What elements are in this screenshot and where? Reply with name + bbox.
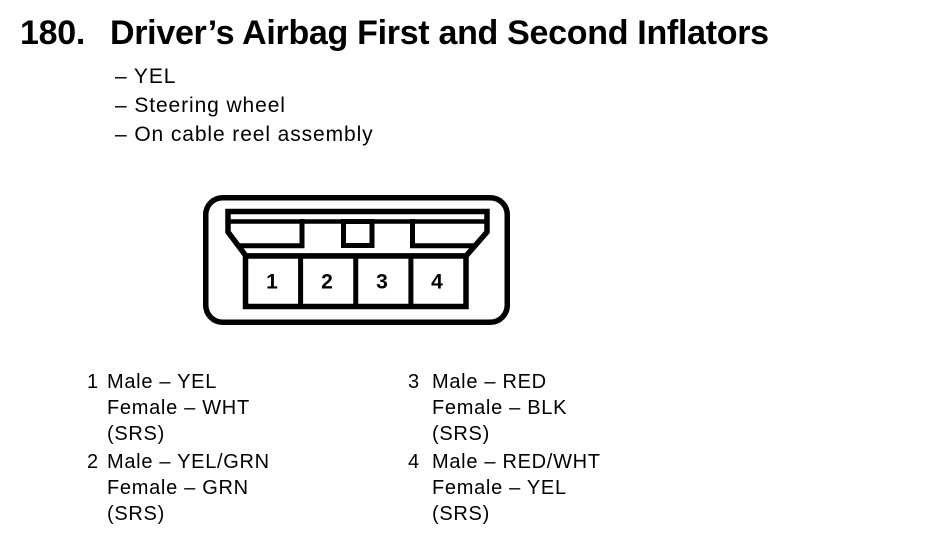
pin-line: (SRS) [432,503,490,525]
pin-line: Female – WHT [107,397,250,419]
detail-item: – On cable reel assembly [115,123,374,146]
legend-item-pin-3: 3 Male – RED Female – BLK (SRS) [408,369,601,447]
page-title: Driver’s Airbag First and Second Inflato… [110,14,769,52]
pin-line: Male – RED [432,371,547,393]
pin-line: (SRS) [432,423,490,445]
legend-item-pin-2: 2 Male – YEL/GRN Female – GRN (SRS) [87,449,270,527]
pin-line: Female – GRN [107,477,249,499]
pin-wire-info: Male – RED/WHT Female – YEL (SRS) [432,449,601,527]
pin-number-label: 4 [408,451,420,473]
section-header: 180. Driver’s Airbag First and Second Inf… [20,15,769,51]
right-key-slot [410,219,475,249]
connector-drawing: 1 2 3 4 [203,195,510,325]
pin-number-label: 1 [87,371,99,393]
pin-wire-info: Male – YEL/GRN Female – GRN (SRS) [107,449,270,527]
connector-diagram: 1 2 3 4 [203,195,510,325]
pin-line: Female – BLK [432,397,568,419]
pin-number: 2 [321,271,333,294]
detail-item: – YEL [115,65,177,88]
pin-line: Male – RED/WHT [432,451,601,473]
connector-details-list: – YEL – Steering wheel – On cable reel a… [115,62,374,149]
legend-column-left: 1 Male – YEL Female – WHT (SRS) 2 Male –… [87,369,270,529]
section-number: 180. [20,14,85,52]
pin-number-label: 2 [87,451,99,473]
detail-item: – Steering wheel [115,94,286,117]
pin-line: Male – YEL/GRN [107,451,270,473]
legend-item-pin-4: 4 Male – RED/WHT Female – YEL (SRS) [408,449,601,527]
pin-number: 3 [376,271,388,294]
pin-line: Male – YEL [107,371,218,393]
legend-column-right: 3 Male – RED Female – BLK (SRS) 4 Male –… [408,369,601,529]
pin-wire-info: Male – YEL Female – WHT (SRS) [107,369,270,447]
pin-wire-info: Male – RED Female – BLK (SRS) [432,369,601,447]
legend-item-pin-1: 1 Male – YEL Female – WHT (SRS) [87,369,270,447]
pin-line: (SRS) [107,503,165,525]
pin-number: 1 [266,271,278,294]
pin-line: (SRS) [107,423,165,445]
pin-line: Female – YEL [432,477,567,499]
pin-number-label: 3 [408,371,420,393]
left-key-slot [238,219,305,249]
pin-number: 4 [431,271,443,294]
center-lock-window [341,219,375,248]
